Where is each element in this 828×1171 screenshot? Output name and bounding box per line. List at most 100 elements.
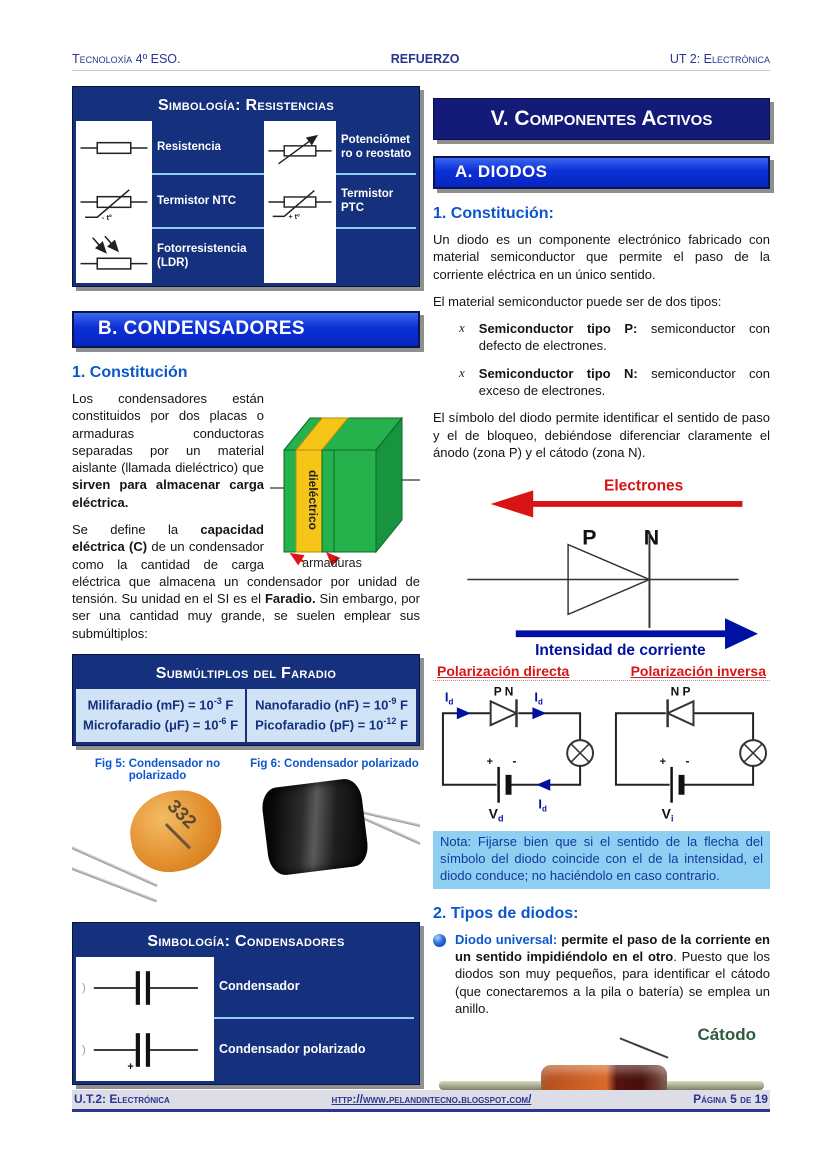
capacitor-photos-row: Fig 5: Condensador no polarizado 332 Fig… [72,758,420,910]
picofaradio-formula: Picofaradio (pF) = 10-12 F [255,716,408,733]
footer-unit: U.T.2: Electrónica [74,1092,170,1106]
header-doc-type: REFUERZO [390,52,460,66]
faradio-table-body: Milifaradio (mF) = 10-3 F Microfaradio (… [76,688,416,742]
ldr-symbol-icon [76,229,152,283]
catodo-pointer-line [619,1037,669,1059]
fig6-block: Fig 6: Condensador polarizado [249,758,420,910]
svg-text:+: + [487,756,493,768]
reverse-bias-heading: Polarización inversa [630,663,766,680]
ptc-thermistor-symbol-icon: + tº [264,175,336,229]
empty-label-cell [336,229,416,283]
resistor-symbol-table: Simbología: Resistencias Resistencia Pot… [72,86,420,287]
diode-symbol-diagram: Electrones P N Intensidad de corriente [433,471,770,657]
resistor-symbol-icon [76,121,152,175]
capacitor-symbol-table: Simbología: Condensadores ) Condensador … [72,921,420,1085]
bias-circuits: P N Id Id Id + - Vd [433,683,770,823]
faradio-table: Submúltiplos del Faradio Milifaradio (mF… [72,653,420,746]
forward-bias-heading: Polarización directa [437,663,570,680]
svg-text:-: - [513,754,517,768]
stray-paren: ) [82,981,86,994]
svg-text:+: + [660,756,666,768]
tipos-de-diodos-heading: 2. Tipos de diodos: [433,904,579,922]
fig6-caption: Fig 6: Condensador polarizado [250,757,419,770]
ntc-label: Termistor NTC [152,175,264,229]
diodo-universal-bullet: Diodo universal: permite el paso de la c… [433,931,770,1017]
resistor-table-title: Simbología: Resistencias [157,97,335,114]
diodo-paragraph-1: Un diodo es un componente electrónico fa… [433,232,770,282]
left-column: Simbología: Resistencias Resistencia Pot… [72,86,420,1127]
svg-text:Vi: Vi [662,806,674,823]
page-footer: U.T.2: Electrónica http://www.pelandinte… [72,1090,770,1112]
pn-label: P N [494,684,514,698]
fig5-caption: Fig 5: Condensador no polarizado [94,757,221,782]
section-a-banner: A. DIODOS [433,156,770,189]
p-zone-label: P [582,526,596,550]
empty-symbol-cell [264,229,336,283]
polarized-capacitor-symbol-icon: ) + [76,1018,214,1081]
semiconductor-n-bullet: x Semiconductor tipo N: semiconductor co… [459,364,770,398]
section-b-banner: B. CONDENSADORES [72,311,420,348]
header-course: Tecnoloxía 4º ESO. [72,52,181,66]
section-v-banner: V. Componentes Activos [433,98,770,140]
microfaradio-formula: Microfaradio (μF) = 10-6 F [82,716,239,733]
potentiometer-label: Potenciómetro o reostato [336,121,416,175]
stray-paren: ) [82,1043,86,1056]
milifaradio-formula: Milifaradio (mF) = 10-3 F [87,695,234,713]
condensadores-paragraph-1: Los condensadores están constituidos por… [72,391,264,510]
capacitor-lead [72,866,158,903]
diodo-paragraph-2: El material semiconductor puede ser de d… [433,293,722,309]
page-body: Simbología: Resistencias Resistencia Pot… [72,86,770,1127]
x-bullet-icon: x [459,320,465,336]
svg-text:-: - [686,754,690,768]
ptc-label: Termistor PTC [336,175,416,229]
polarization-headings: Polarización directa Polarización invers… [433,663,770,682]
resistor-table-grid: Resistencia Potenciómetro o reostato - t… [76,121,416,283]
capacitor-table-grid: ) Condensador ) [76,956,416,1081]
ptc-note: + tº [289,213,301,221]
page-header: Tecnoloxía 4º ESO. REFUERZO UT 2: Electr… [72,52,770,71]
svg-text:Id: Id [534,689,543,706]
sphere-bullet-icon [433,933,446,947]
electrons-label: Electrones [604,477,683,494]
right-column: V. Componentes Activos A. DIODOS 1. Cons… [433,86,770,1127]
ldr-label: Fotorresistencia (LDR) [157,242,247,269]
polarized-capacitor-label: Condensador polarizado [219,1042,366,1057]
ntc-thermistor-symbol-icon: - tº [76,175,152,229]
semiconductor-p-bullet: x Semiconductor tipo P: semiconductor co… [459,320,770,354]
faradio-table-title: Submúltiplos del Faradio [155,664,337,682]
diodo-paragraph-3: El símbolo del diodo permite identificar… [433,410,770,460]
x-bullet-icon: x [459,364,465,380]
nanofaradio-formula: Nanofaradio (nF) = 10-9 F [255,695,408,713]
condensadores-intro: dieléctrico armaduras Los condensadores … [72,390,420,642]
plus-sign: + [127,1061,133,1073]
ceramic-capacitor-disc: 332 [123,784,229,879]
svg-text:Vd: Vd [489,806,504,823]
forward-bias-circuit: P N Id Id Id + - Vd [441,684,595,823]
svg-text:Id: Id [445,689,454,706]
dielectric-label: dieléctrico [306,470,320,530]
svg-text:Id: Id [538,797,547,814]
footer-url-link[interactable]: http://www.pelandintecno.blogspot.com/ [331,1092,532,1106]
resistor-label: Resistencia [152,121,264,175]
catodo-label: Cátodo [697,1025,756,1045]
capacitor-label: Condensador [214,957,414,1019]
diodos-constitucion-heading: 1. Constitución: [433,205,554,222]
nota-box: Nota: Fijarse bien que si el sentido de … [433,831,770,889]
condensadores-constitucion-heading: 1. Constitución [72,364,188,381]
electrolytic-capacitor-photo [249,773,420,898]
capacitor-symbol-icon: ) [76,956,214,1019]
fig5-block: Fig 5: Condensador no polarizado 332 [72,758,243,910]
potentiometer-symbol-icon [264,121,336,175]
capacitor-table-title: Simbología: Condensadores [147,932,345,950]
capacitor-structure-figure: dieléctrico armaduras [270,392,420,568]
reverse-bias-circuit: N P + - Vi [614,684,768,823]
current-label: Intensidad de corriente [535,642,706,657]
ceramic-capacitor-photo: 332 [72,784,243,910]
n-zone-label: N [643,526,658,550]
ntc-note: - tº [102,213,112,222]
plates-label: armaduras [302,556,362,568]
footer-page-number: Página 5 de 19 [693,1092,768,1106]
condensadores-paragraph-2: Se define la capacidad eléctrica (C) de … [72,521,420,641]
header-unit: UT 2: Electrónica [669,52,770,66]
np-label: N P [671,684,691,698]
